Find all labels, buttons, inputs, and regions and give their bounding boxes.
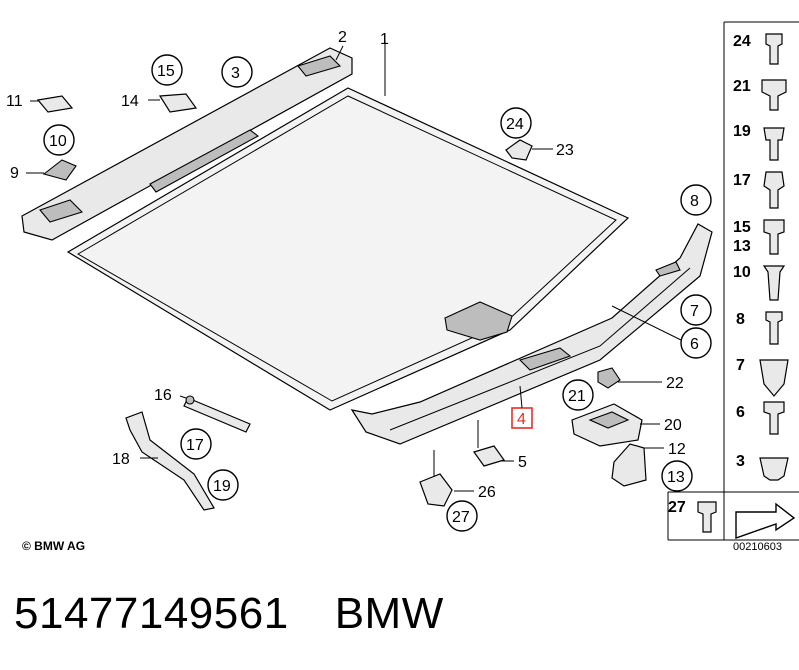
callout-3: 3 bbox=[231, 65, 240, 82]
callout-23: 23 bbox=[556, 142, 574, 159]
board-handle bbox=[444, 301, 513, 341]
fastener-panel: 24 21 19 17 15 13 10 8 7 6 3 27 bbox=[667, 21, 799, 541]
callout-4: 4 bbox=[517, 411, 526, 428]
panel-label-27: 27 bbox=[668, 499, 686, 516]
callout-5: 5 bbox=[518, 454, 527, 471]
callout-27: 27 bbox=[452, 509, 470, 526]
callout-21: 21 bbox=[568, 388, 586, 405]
callout-9: 9 bbox=[10, 165, 19, 182]
panel-label-24: 24 bbox=[733, 33, 751, 50]
callout-11: 11 bbox=[6, 93, 23, 110]
callout-13: 13 bbox=[667, 469, 685, 486]
panel-label-15: 15 bbox=[733, 219, 751, 236]
panel-label-7: 7 bbox=[736, 357, 745, 374]
callout-26: 26 bbox=[478, 484, 496, 501]
panel-label-10: 10 bbox=[733, 264, 751, 281]
callout-1: 1 bbox=[380, 31, 389, 48]
clip-14 bbox=[158, 93, 198, 113]
callout-8: 8 bbox=[690, 193, 699, 210]
panel-label-3: 3 bbox=[736, 453, 745, 470]
loading-sill-trim bbox=[350, 223, 713, 445]
callout-15: 15 bbox=[157, 63, 175, 80]
callout-7: 7 bbox=[690, 303, 699, 320]
callout-18: 18 bbox=[112, 451, 130, 468]
diagram-reference-number: 00210603 bbox=[733, 541, 782, 553]
panel-label-19: 19 bbox=[733, 123, 751, 140]
callout-17: 17 bbox=[186, 437, 204, 454]
callout-6: 6 bbox=[690, 336, 699, 353]
footer-caption: 51477149561 BMW bbox=[14, 588, 444, 648]
cover-11 bbox=[36, 95, 74, 113]
callout-12: 12 bbox=[668, 441, 686, 458]
clip-9 bbox=[42, 159, 77, 181]
panel-label-13: 13 bbox=[733, 238, 751, 255]
callout-10: 10 bbox=[49, 133, 67, 150]
callout-20: 20 bbox=[664, 417, 682, 434]
arrow-icon bbox=[735, 502, 796, 539]
callout-2: 2 bbox=[338, 29, 347, 46]
callout-19: 19 bbox=[213, 478, 231, 495]
panel-label-17: 17 bbox=[733, 172, 751, 189]
callout-24: 24 bbox=[506, 116, 524, 133]
callout-22: 22 bbox=[666, 375, 684, 392]
callout-14: 14 bbox=[121, 93, 139, 110]
part-number: 51477149561 bbox=[14, 589, 289, 638]
brand-name: BMW bbox=[334, 589, 444, 638]
parts-diagram: 1 2 3 15 14 11 10 9 24 23 8 7 6 4 5 26 bbox=[6, 21, 799, 541]
copyright-text: © BMW AG bbox=[22, 539, 86, 553]
callout-16: 16 bbox=[154, 387, 172, 404]
panel-label-6: 6 bbox=[736, 404, 745, 421]
panel-label-8: 8 bbox=[736, 311, 745, 328]
trim-rail bbox=[21, 47, 353, 241]
panel-label-21: 21 bbox=[733, 78, 751, 95]
